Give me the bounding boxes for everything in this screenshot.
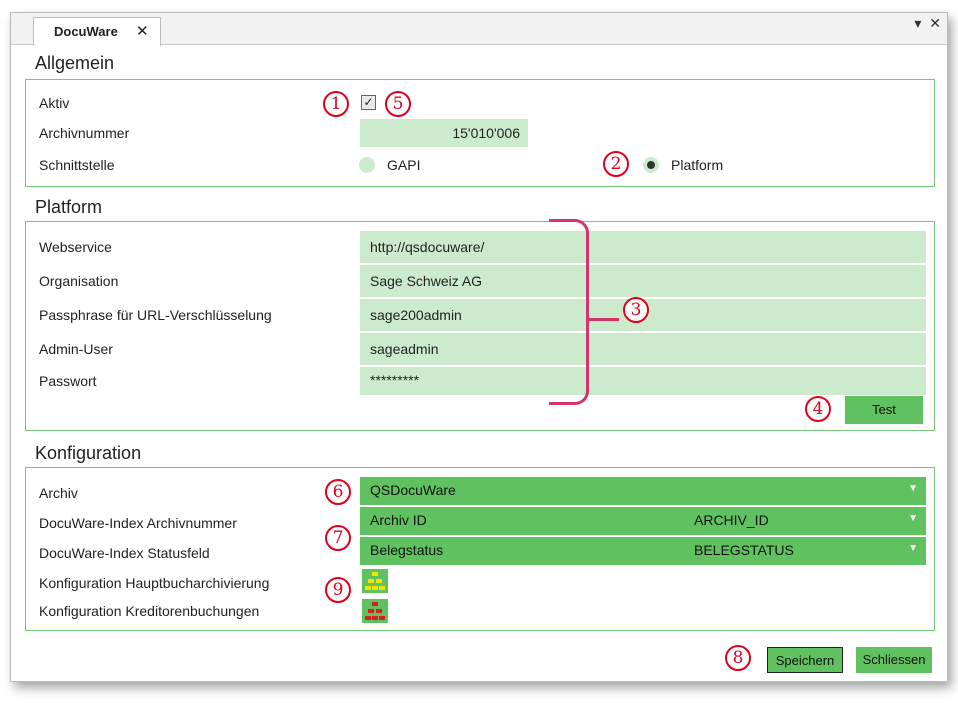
schnittstelle-label: Schnittstelle: [39, 157, 115, 173]
admin-user-label: Admin-User: [39, 341, 113, 357]
index-archivnummer-name: Archiv ID: [370, 512, 427, 528]
index-archivnummer-dropdown[interactable]: Archiv ID ARCHIV_ID ▼: [360, 507, 926, 535]
annotation-3: 3: [623, 297, 649, 323]
passphrase-label: Passphrase für URL-Verschlüsselung: [39, 307, 272, 323]
docuware-window: DocuWare ✕ ▾ ✕ Allgemein Aktiv ✓ Archivn…: [10, 12, 948, 682]
annotation-1: 1: [323, 91, 349, 117]
hauptbuch-config-icon[interactable]: [362, 569, 388, 593]
annotation-4: 4: [805, 396, 831, 422]
index-statusfeld-name: Belegstatus: [370, 542, 444, 558]
aktiv-checkbox[interactable]: ✓: [361, 95, 376, 110]
archivnummer-label: Archivnummer: [39, 125, 130, 141]
kreditoren-label: Konfiguration Kreditorenbuchungen: [39, 603, 260, 619]
save-button[interactable]: Speichern: [767, 647, 843, 673]
group-konfiguration: [25, 467, 935, 631]
annotation-7: 7: [325, 525, 351, 551]
section-title-platform: Platform: [35, 197, 103, 217]
radio-platform-label: Platform: [671, 157, 724, 173]
index-statusfeld-dropdown[interactable]: Belegstatus BELEGSTATUS ▼: [360, 537, 926, 565]
bracket-annotation: [549, 219, 589, 405]
section-title-allgemein: Allgemein: [35, 53, 115, 73]
passwort-field[interactable]: *********: [360, 367, 926, 395]
chevron-down-icon: ▼: [908, 513, 918, 524]
hauptbuch-label: Konfiguration Hauptbucharchivierung: [39, 575, 270, 591]
annotation-6: 6: [325, 479, 351, 505]
window-controls: ▾ ✕: [910, 15, 941, 32]
archivnummer-field[interactable]: 15'010'006: [360, 119, 528, 147]
radio-platform[interactable]: [643, 157, 659, 173]
annotation-8: 8: [725, 645, 751, 671]
index-archivnummer-field: ARCHIV_ID: [694, 512, 769, 528]
index-archivnummer-label: DocuWare-Index Archivnummer: [39, 515, 237, 531]
webservice-label: Webservice: [39, 239, 112, 255]
tab-docuware[interactable]: DocuWare ✕: [33, 17, 161, 46]
tab-label: DocuWare: [54, 24, 118, 39]
index-statusfeld-field: BELEGSTATUS: [694, 542, 794, 558]
bracket-connector: [589, 318, 619, 321]
webservice-field[interactable]: http://qsdocuware/: [360, 231, 926, 263]
tab-strip: DocuWare ✕ ▾ ✕: [11, 13, 947, 46]
chevron-down-icon: ▼: [908, 543, 918, 554]
kreditoren-config-icon[interactable]: [362, 599, 388, 623]
section-title-konfiguration: Konfiguration: [35, 443, 142, 463]
close-button[interactable]: Schliessen: [856, 647, 932, 673]
close-icon[interactable]: ✕: [136, 23, 149, 40]
chevron-down-icon[interactable]: ▾: [914, 15, 922, 31]
test-button[interactable]: Test: [845, 396, 923, 424]
organisation-field[interactable]: Sage Schweiz AG: [360, 265, 926, 297]
radio-gapi-label: GAPI: [387, 157, 421, 173]
archiv-label: Archiv: [39, 485, 78, 501]
annotation-5: 5: [385, 91, 411, 117]
window-close-icon[interactable]: ✕: [929, 15, 941, 31]
chevron-down-icon: ▼: [908, 483, 918, 494]
index-statusfeld-label: DocuWare-Index Statusfeld: [39, 545, 210, 561]
annotation-2: 2: [603, 151, 629, 177]
passwort-label: Passwort: [39, 373, 97, 389]
annotation-9: 9: [325, 577, 351, 603]
group-platform: [25, 221, 935, 431]
organisation-label: Organisation: [39, 273, 119, 289]
archiv-value: QSDocuWare: [370, 482, 456, 498]
radio-gapi[interactable]: [359, 157, 375, 173]
archiv-dropdown[interactable]: QSDocuWare ▼: [360, 477, 926, 505]
aktiv-label: Aktiv: [39, 95, 70, 111]
admin-user-field[interactable]: sageadmin: [360, 333, 926, 365]
group-allgemein: [25, 79, 935, 187]
